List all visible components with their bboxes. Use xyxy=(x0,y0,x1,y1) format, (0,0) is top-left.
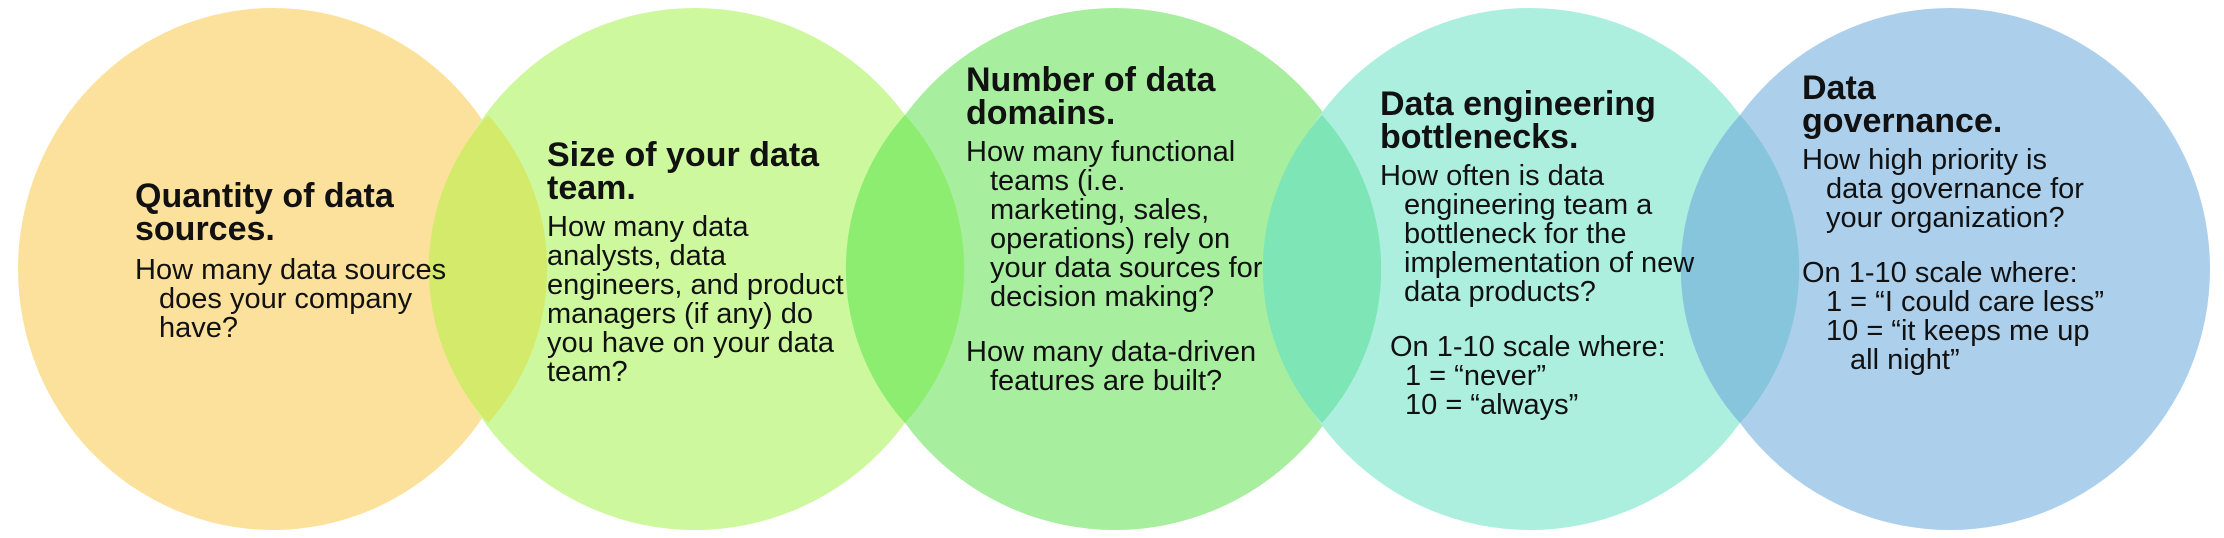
circle-2-title: Size of your data team. xyxy=(547,136,820,207)
circle-3-text: Number of data domains. How many functio… xyxy=(966,61,1266,397)
circle-5-title: Data governance. xyxy=(1802,69,2003,140)
circle-4-scale-high: 10 = “always” xyxy=(1405,389,1579,421)
overlap-3-4 xyxy=(1262,115,1382,423)
circle-2-text: Size of your data team. How many data an… xyxy=(547,136,857,388)
circle-1-title: Quantity of data sources. xyxy=(135,177,394,248)
circle-4-text: Data engineering bottlenecks. How often … xyxy=(1380,85,1700,421)
overlap-1-2 xyxy=(428,115,548,423)
circle-4-title: Data engineering bottlenecks. xyxy=(1380,85,1656,156)
circle-3-question-2: How many data-driven features are built? xyxy=(966,336,1257,397)
circle-3-question: How many functional teams (i.e. marketin… xyxy=(966,136,1263,313)
overlap-4-5 xyxy=(1680,115,1800,423)
circle-5-scale-high: 10 = “it keeps me up all night” xyxy=(1826,315,2090,376)
circle-5-text: Data governance. How high priority is da… xyxy=(1802,69,2122,376)
circle-2-question: How many data analysts, data engineers, … xyxy=(547,211,844,388)
circle-4-scale-intro: On 1-10 scale where: xyxy=(1390,331,1666,363)
circle-4-question: How often is data engineering team a bot… xyxy=(1380,160,1695,308)
circle-3-title: Number of data domains. xyxy=(966,61,1216,132)
circle-5-scale-intro: On 1-10 scale where: xyxy=(1802,257,2078,289)
overlap-2-3 xyxy=(845,115,965,423)
circle-5-scale-low: 1 = “I could care less” xyxy=(1826,286,2105,318)
circle-5-question: How high priority is data governance for… xyxy=(1802,144,2084,234)
circle-1-question: How many data sources does your company … xyxy=(135,254,447,344)
circle-4-scale-low: 1 = “never” xyxy=(1405,360,1547,392)
circle-1-text: Quantity of data sources. How many data … xyxy=(135,177,455,344)
